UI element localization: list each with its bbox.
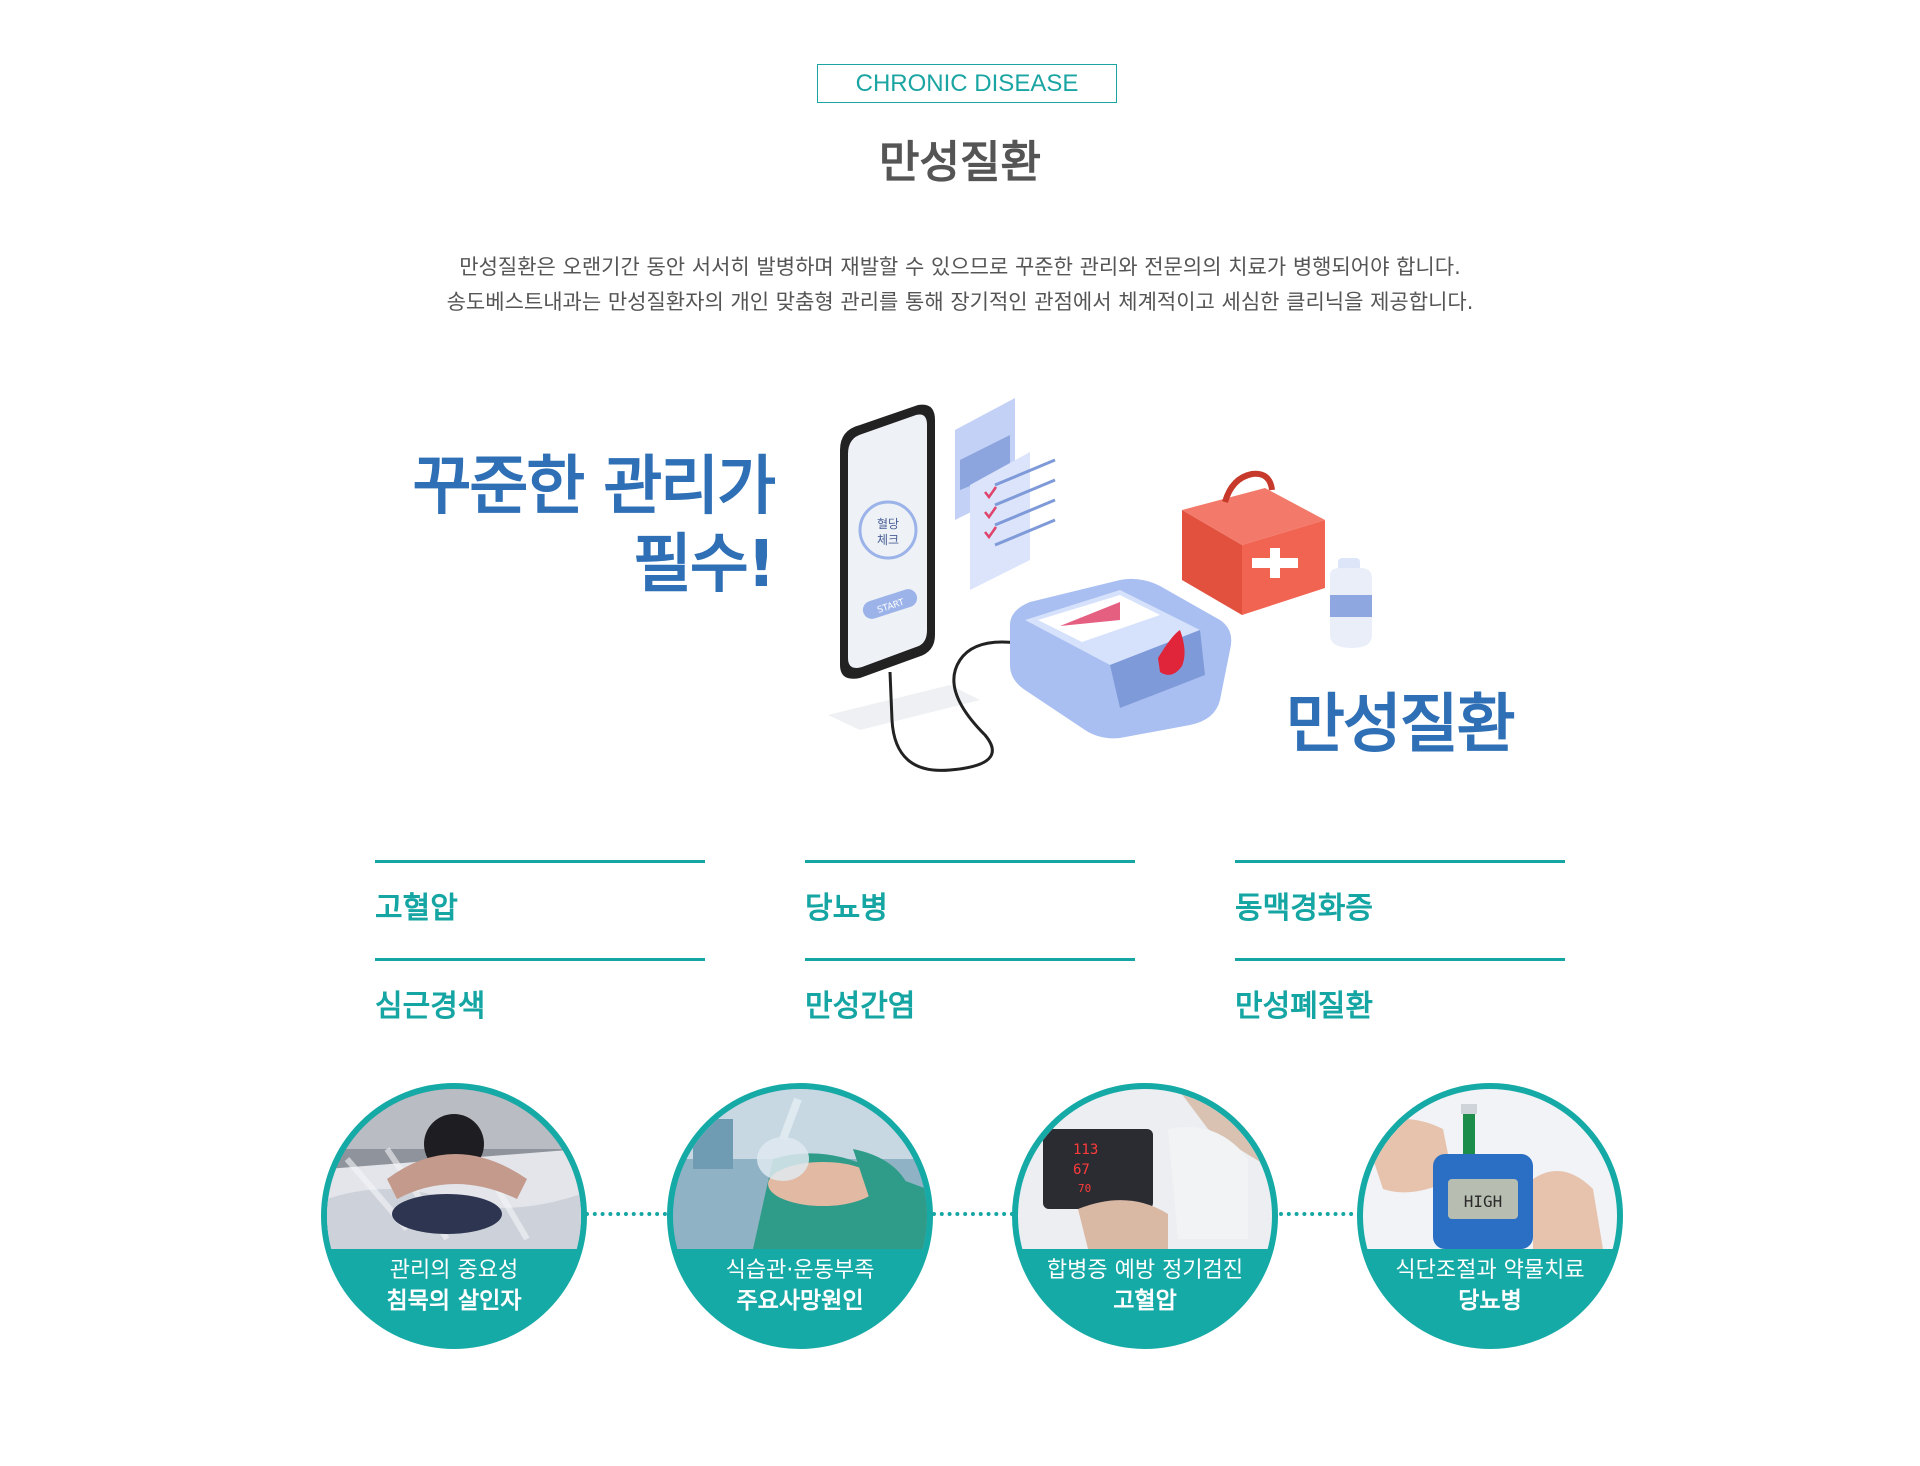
sleeping-person-photo [327,1089,581,1249]
glucose-meter-photo: HIGH [1363,1089,1617,1249]
dotted-connector [932,1212,1014,1216]
glucose-meter-icon [1010,578,1232,739]
circle-caption-line1: 관리의 중요성 [389,1258,519,1283]
first-aid-kit-icon [1182,470,1325,615]
bp-systolic: 113 [1073,1142,1098,1158]
info-circle-diabetes: HIGH 식단조절과 약물치료 당뇨병 [1357,1083,1623,1349]
disease-label: 만성간염 [805,989,916,1024]
disease-item: 고혈압 [375,860,705,926]
circle-caption-line2: 주요사망원인 [736,1288,864,1314]
disease-item: 심근경색 [375,958,705,1024]
section-desc-line2: 송도베스트내과는 만성질환자의 개인 맞춤형 관리를 통해 장기적인 관점에서 … [446,290,1474,314]
circle-caption-line2: 침묵의 살인자 [386,1288,522,1314]
disease-item: 만성간염 [805,958,1135,1024]
meter-display-text: HIGH [1464,1192,1503,1211]
bp-pulse: 70 [1078,1182,1091,1195]
hero-right-title: 만성질환 [1286,688,1516,762]
section-badge: CHRONIC DISEASE [817,64,1117,103]
bp-diastolic: 67 [1073,1162,1090,1178]
disease-item: 당뇨병 [805,860,1135,926]
circle-caption-line2: 고혈압 [1113,1288,1177,1314]
phone-text-line2: 체크 [877,533,899,547]
hero-slogan-line1: 꾸준한 관리가 [412,450,776,524]
blood-pressure-monitor-photo: 113 67 70 [1018,1089,1272,1249]
dotted-connector [1279,1212,1361,1216]
dotted-connector [585,1212,667,1216]
phone-shadow [828,685,980,730]
phone-text-line1: 혈당 [877,517,899,531]
disease-item: 동맥경화증 [1235,860,1565,926]
oxygen-mask-patient-photo [673,1089,927,1249]
circle-caption-line1: 식습관·운동부족 [725,1258,875,1283]
circle-caption-line1: 식단조절과 약물치료 [1395,1258,1585,1283]
hero-slogan-line2: 필수! [633,528,776,602]
hero-slogan: 꾸준한 관리가 필수! [412,448,776,604]
circle-caption-line1: 합병증 예방 정기검진 [1046,1258,1244,1283]
disease-label: 당뇨병 [805,891,888,926]
disease-label: 심근경색 [375,989,486,1024]
circle-caption-line2: 당뇨병 [1458,1288,1522,1314]
disease-label: 고혈압 [375,891,458,926]
medicine-bottle-icon [1330,558,1372,648]
info-circle-checkup: 113 67 70 합병증 예방 정기검진 고혈압 [1012,1083,1278,1349]
info-circle-lifestyle: 식습관·운동부족 주요사망원인 [667,1083,933,1349]
section-desc-line1: 만성질환은 오랜기간 동안 서서히 발병하며 재발할 수 있으므로 꾸준한 관리… [459,255,1461,279]
info-circle-silent-killer: 관리의 중요성 침묵의 살인자 [321,1083,587,1349]
section-title: 만성질환 [879,137,1041,188]
cable [888,638,1091,772]
report-panel-icon [955,398,1056,590]
smartphone-icon: 혈당 체크 START [840,404,935,679]
disease-label: 동맥경화증 [1235,891,1373,926]
disease-item: 만성폐질환 [1235,958,1565,1024]
disease-label: 만성폐질환 [1235,989,1373,1024]
glucose-check-illustration: 혈당 체크 START [828,398,1372,772]
